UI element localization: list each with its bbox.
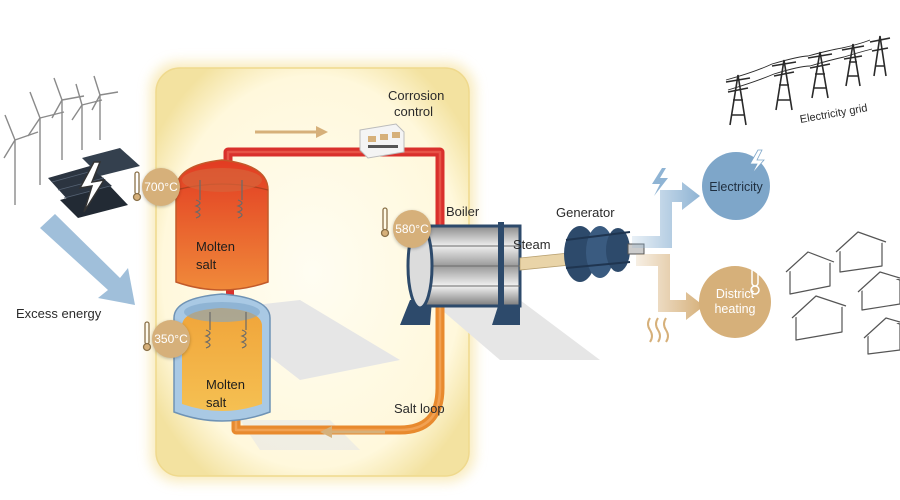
generator-turbine: [564, 226, 645, 282]
district-heating-line1: District: [715, 287, 755, 301]
lightning-icon: [78, 161, 106, 213]
thermometer-icon: [380, 207, 390, 238]
house-icon: [835, 231, 887, 273]
electricity-label: Electricity: [709, 179, 763, 194]
electricity-arrow: [632, 168, 700, 248]
hot-tank-label-line1: Molten: [196, 239, 236, 254]
thermometer-icon: [132, 171, 142, 202]
house-icon: [863, 317, 900, 355]
excess-energy-label: Excess energy: [16, 306, 102, 321]
wind-turbines: [3, 75, 119, 205]
salt-loop-label: Salt loop: [394, 401, 445, 416]
generator-label: Generator: [556, 205, 615, 220]
heater-coil-icon: [204, 312, 247, 349]
house-icon: [857, 271, 900, 311]
hot-tank-temperature-badge: 700°C: [142, 168, 180, 206]
hot-tank-temperature: 700°C: [144, 180, 178, 194]
thermometer-icon: [142, 321, 152, 352]
cold-tank-label-line1: Molten: [206, 377, 246, 392]
cold-tank-temperature-badge: 350°C: [152, 320, 190, 358]
heater-coil-icon: [194, 180, 243, 219]
power-pylon: [725, 35, 891, 126]
electricity-circle-label: Electricity: [702, 172, 770, 202]
heat-waves-icon: [647, 317, 669, 343]
heating-arrow: [636, 254, 704, 343]
boiler-label: Boiler: [446, 204, 480, 219]
boiler-inlet-temperature: 580°C: [395, 222, 429, 236]
corrosion-control-unit: [359, 123, 405, 159]
steam-label: Steam: [513, 237, 551, 252]
hot-tank-label: Molten salt: [196, 238, 235, 274]
corrosion-control-line1: Corrosion: [388, 88, 445, 103]
house-icon: [791, 295, 847, 341]
thermometer-icon: [750, 267, 760, 295]
corrosion-control-label: Corrosion control: [388, 88, 444, 120]
excess-energy-arrow: [40, 214, 135, 305]
corrosion-control-line2: control: [394, 104, 434, 119]
cold-tank-label: Molten salt: [206, 376, 245, 412]
boiler-temperature-badge: 580°C: [393, 210, 431, 248]
district-heating-line2: heating: [714, 302, 756, 316]
boiler: [400, 222, 522, 325]
cold-salt-tank: [173, 293, 271, 422]
hot-tank-label-line2: salt: [196, 257, 217, 272]
lightning-icon: [749, 149, 765, 175]
electricity-node: [702, 149, 770, 220]
district-heating-node: [699, 266, 771, 338]
district-heating-circle-label: District heating: [699, 284, 771, 320]
hot-salt-tank: [175, 159, 269, 291]
houses: [785, 231, 900, 355]
flow-arrows: [255, 126, 385, 438]
cold-tank-label-line2: salt: [206, 395, 227, 410]
cold-tank-temperature: 350°C: [154, 332, 188, 346]
house-icon: [785, 251, 835, 295]
lightning-icon: [652, 168, 668, 196]
